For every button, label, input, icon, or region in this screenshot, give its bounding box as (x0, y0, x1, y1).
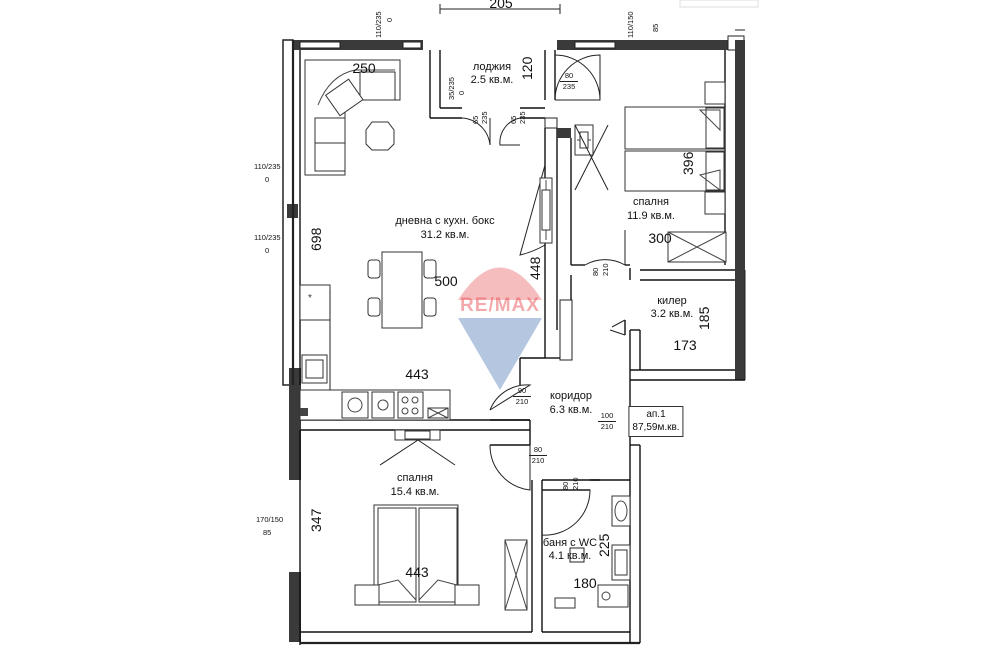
opening-left-a: 110/235 (254, 162, 281, 171)
opening-bath-door-b: 210 (571, 477, 580, 490)
opening-top-a-code: 110/235 (374, 11, 383, 38)
dim-loggia-depth: 120 (519, 56, 535, 80)
remax-watermark (458, 267, 542, 390)
opening-top-b2: 85 (651, 23, 660, 32)
room-corridor: коридор 6.3 кв.м. (550, 391, 593, 416)
apartment-tag: ап.1 87,59м.кв. (628, 406, 684, 437)
opening-corridor-door-b: 210 (515, 397, 529, 407)
room-bedroom2: спалня 15.4 кв.м. (391, 473, 440, 498)
watermark-text: RE/MAX (460, 295, 540, 316)
room-bathroom-name: баня с WC (542, 537, 598, 549)
apartment-area: 87,59м.кв. (632, 422, 680, 433)
dim-storage-width: 173 (673, 337, 697, 353)
room-living-name: дневна с кухн. бокс (395, 215, 495, 227)
opening-top-a2: 0 (385, 17, 394, 22)
room-bathroom-area: 4.1 кв.м. (548, 550, 592, 562)
dim-living-height: 698 (308, 227, 324, 251)
room-bedroom2-area: 15.4 кв.м. (390, 486, 440, 498)
dim-sofa: 250 (352, 60, 376, 76)
svg-text:*: * (308, 293, 312, 304)
opening-bath-door-a: 80 (561, 481, 570, 490)
opening-living-door2-a: 65 (509, 115, 518, 124)
opening-small-a: 35/235 (447, 77, 456, 100)
interior-walls (300, 50, 641, 633)
room-living: дневна с кухн. бокс 31.2 кв.м. (395, 216, 494, 241)
opening-bedroom2-door-a: 80 (529, 445, 547, 457)
dim-bedroom1-depth: 300 (648, 230, 672, 246)
living-furniture (304, 59, 553, 329)
opening-living-door2-b: 235 (518, 111, 527, 124)
opening-corridor-door-a: 90 (513, 386, 531, 398)
opening-bedroom2-door: 80 210 (529, 445, 547, 466)
top-dimension (439, 4, 561, 14)
dim-bedroom2-width: 443 (405, 564, 429, 580)
room-storage: килер 3.2 кв.м. (651, 296, 694, 320)
opening-top-b: 110/150 (626, 11, 635, 38)
apartment-label: ап.1 (646, 409, 666, 420)
dim-top: 205 (489, 0, 513, 11)
room-bathroom: баня с WC 4.1 кв.м. (543, 538, 597, 562)
opening-top-a: 110/235 (374, 11, 383, 38)
opening-loggia-door-b: 235 (562, 82, 576, 92)
corner-mark (679, 0, 759, 8)
opening-corridor-door: 90 210 (513, 386, 531, 407)
exterior-walls (282, 35, 745, 645)
dim-storage-height: 185 (696, 306, 712, 330)
dim-bath-height: 225 (596, 533, 612, 557)
opening-living-door-b: 235 (480, 111, 489, 124)
bedroom2-furniture (354, 429, 528, 611)
opening-living-door-a: 65 (471, 115, 480, 124)
dim-bedroom1-width: 396 (680, 151, 696, 175)
room-bedroom1-area: 11.9 кв.м. (627, 210, 675, 222)
opening-loggia-door-a: 80 (560, 71, 578, 83)
room-corridor-name: коридор (550, 390, 592, 402)
dim-living-side: 448 (527, 256, 543, 280)
dim-kitchen-width: 443 (405, 366, 429, 382)
room-bedroom1-name: спалня (632, 196, 670, 208)
room-bedroom1: спалня 11.9 кв.м. (627, 197, 675, 222)
opening-left-b: 110/235 (254, 233, 281, 242)
opening-entrance-door: 100 210 (598, 411, 616, 432)
room-corridor-area: 6.3 кв.м. (549, 404, 593, 416)
opening-left-c2: 85 (263, 528, 272, 537)
opening-loggia-door: 80 235 (560, 71, 578, 92)
room-bedroom2-name: спалня (396, 472, 434, 484)
opening-left-c: 170/150 (256, 515, 284, 524)
dim-bath-width: 180 (573, 575, 597, 591)
kitchen-counter: * (299, 284, 451, 421)
bedroom1-furniture (574, 81, 727, 263)
room-storage-name: килер (657, 295, 687, 307)
dim-living-width: 500 (434, 273, 458, 289)
bathroom-fixtures (554, 495, 631, 609)
opening-bed1-door-a: 80 (591, 267, 600, 276)
room-loggia-name: лоджия (472, 61, 512, 73)
room-living-area: 31.2 кв.м. (420, 229, 470, 241)
door-swings (461, 54, 626, 536)
opening-small-b: 0 (457, 90, 466, 95)
opening-left-b2: 0 (265, 246, 270, 255)
room-loggia: лоджия 2.5 кв.м. (471, 62, 514, 86)
opening-entrance-door-a: 100 (598, 411, 616, 423)
dim-bedroom2-height: 347 (308, 508, 324, 532)
room-storage-area: 3.2 кв.м. (650, 308, 694, 320)
room-loggia-area: 2.5 кв.м. (470, 74, 514, 86)
opening-bedroom2-door-b: 210 (531, 456, 545, 466)
opening-left-a2: 0 (265, 175, 270, 184)
opening-entrance-door-b: 210 (600, 422, 614, 432)
opening-bed1-door-b: 210 (601, 263, 610, 276)
